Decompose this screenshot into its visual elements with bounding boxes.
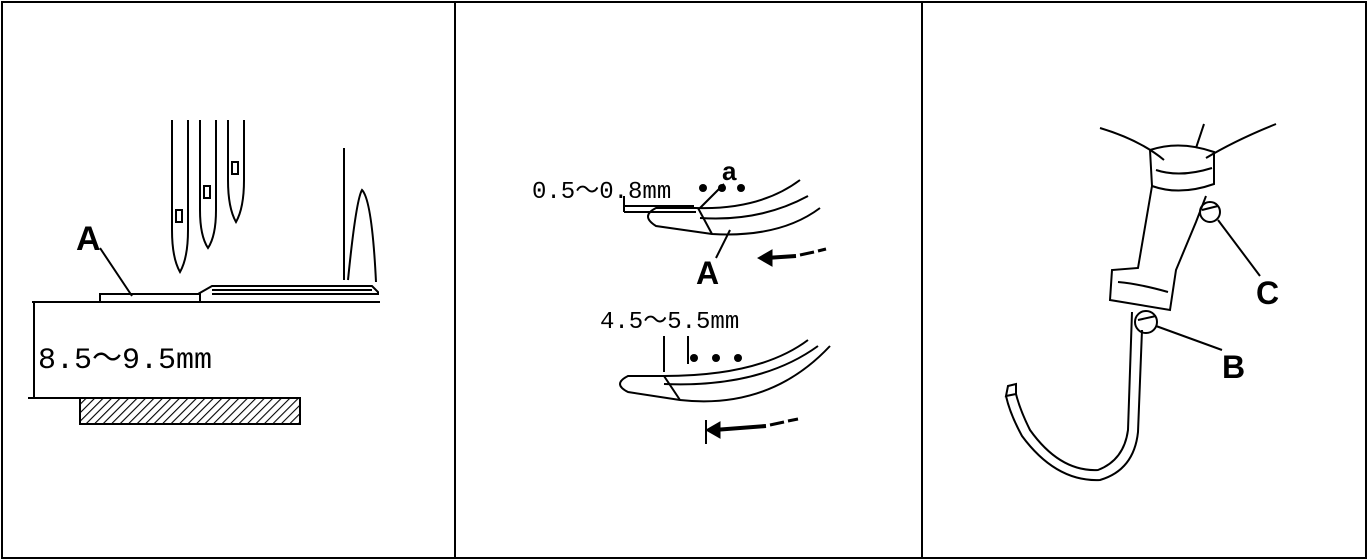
top-rotation-arrow <box>756 247 827 267</box>
left-panel: A 8.5～9.5mm <box>28 120 380 425</box>
needle-1 <box>171 120 189 275</box>
screw-c-leader <box>1217 219 1261 277</box>
needle-3 <box>227 120 245 225</box>
top-dimension-label: 0.5～0.8mm <box>532 179 671 206</box>
part-a-middle-leader <box>715 229 731 259</box>
part-a-middle-label: A <box>696 255 719 291</box>
bottom-dimension-lines <box>663 336 689 372</box>
bottom-looper <box>619 339 831 403</box>
looper-holder <box>1004 123 1277 482</box>
part-a-label: A <box>76 220 101 258</box>
height-dimension <box>28 302 80 399</box>
top-dots <box>699 184 745 192</box>
middle-panel: 0.5～0.8mm a A 4.5～5.5mm <box>532 156 831 444</box>
needle-2 <box>199 120 217 250</box>
screw-b-leader <box>1155 325 1223 351</box>
looper-tip <box>343 148 377 283</box>
height-dimension-label: 8.5～9.5mm <box>38 344 212 378</box>
bed-surface <box>79 397 301 425</box>
right-panel: C B <box>1004 123 1279 482</box>
screw-c-label: C <box>1256 275 1279 311</box>
top-dimension-lines <box>623 196 696 213</box>
point-a-label: a <box>722 156 737 186</box>
screw-b-label: B <box>1222 349 1245 385</box>
bottom-dots <box>690 354 742 362</box>
top-looper <box>647 179 821 236</box>
bottom-dimension-label: 4.5～5.5mm <box>600 309 739 336</box>
bottom-rotation-arrow <box>704 417 799 444</box>
feed-plate <box>32 285 380 303</box>
part-a-leader <box>99 247 133 297</box>
